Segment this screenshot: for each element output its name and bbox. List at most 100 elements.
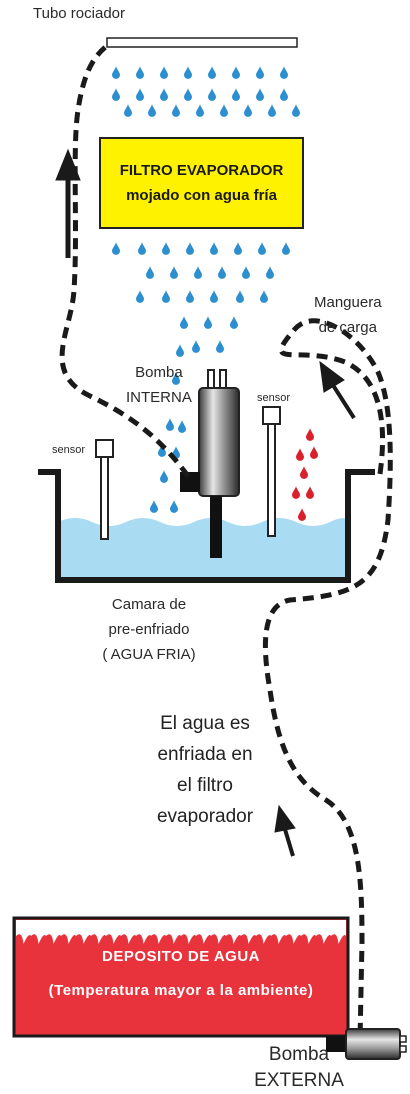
water-drop-icon <box>160 66 168 79</box>
pre-cooling-chamber <box>38 469 375 583</box>
water-drop-icon <box>244 104 252 117</box>
water-drop-icon <box>280 88 288 101</box>
tank-flame-edge <box>16 920 346 944</box>
water-drop-icon <box>180 316 188 329</box>
water-drop-icon <box>170 266 178 279</box>
chamber-label-line1: Camara de <box>111 596 187 613</box>
water-drop-icon <box>260 290 268 303</box>
water-drop-icon <box>124 104 132 117</box>
water-drop-icon <box>280 66 288 79</box>
water-drop-icon <box>178 420 186 433</box>
water-drop-icon <box>232 66 240 79</box>
water-drop-icon <box>194 266 202 279</box>
charging-hose-label-line1: Manguera <box>314 294 382 311</box>
water-drop-icon <box>256 66 264 79</box>
water-drop-icon <box>184 66 192 79</box>
water-drop-icon <box>210 290 218 303</box>
flow-arrow-icon <box>55 148 356 857</box>
charging-hose-label: Manguera de carga <box>314 290 382 340</box>
water-drop-icon <box>160 88 168 101</box>
water-drop-icon <box>204 316 212 329</box>
charging-hose-label-line2: de carga <box>318 319 377 336</box>
cooling-note: El agua es enfriada en el filtro evapora… <box>130 708 280 832</box>
filter-label-line2: mojado con agua fría <box>126 187 277 204</box>
water-drop-icon <box>136 290 144 303</box>
water-drop-icon <box>170 500 178 513</box>
spray-tube-label: Tubo rociador <box>33 5 125 22</box>
water-drop-icon <box>208 88 216 101</box>
water-drop-icon <box>138 242 146 255</box>
water-drop-icon <box>166 418 174 431</box>
filter-label: FILTRO EVAPORADOR mojado con agua fría <box>100 138 303 228</box>
water-drop-icon <box>218 266 226 279</box>
water-drop-icon <box>208 66 216 79</box>
water-drop-icon <box>306 428 314 441</box>
external-pump-icon <box>326 1028 407 1060</box>
internal-pump-label-line1: Bomba <box>135 364 183 381</box>
water-drop-icon <box>192 340 200 353</box>
water-drop-icon <box>136 88 144 101</box>
cooling-note-line3: el filtro <box>177 775 233 796</box>
water-drop-icon <box>310 446 318 459</box>
chamber-label-line3: ( AGUA FRIA) <box>102 646 196 663</box>
water-drop-icon <box>176 344 184 357</box>
warm-water-drops <box>292 428 318 521</box>
water-drop-icon <box>258 242 266 255</box>
water-drop-icon <box>210 242 218 255</box>
external-pump-label-line2: EXTERNA <box>254 1070 344 1091</box>
spray-tube <box>106 37 298 48</box>
sensor-left-icon <box>95 439 114 540</box>
water-drop-icon <box>220 104 228 117</box>
sensor-right-label: sensor <box>257 392 291 404</box>
internal-supply-hose <box>59 43 191 478</box>
water-drop-icon <box>236 290 244 303</box>
water-drop-icon <box>292 486 300 499</box>
water-drop-icon <box>296 448 304 461</box>
external-pump-label: Bomba EXTERNA <box>244 1042 354 1094</box>
internal-pump-label: Bomba INTERNA <box>126 360 192 410</box>
water-drop-icon <box>112 66 120 79</box>
water-drop-icon <box>184 88 192 101</box>
water-drop-icon <box>282 242 290 255</box>
water-drop-icon <box>148 104 156 117</box>
internal-pump-icon <box>180 369 240 558</box>
cooling-note-line1: El agua es <box>160 713 250 734</box>
water-drop-icon <box>266 266 274 279</box>
water-drop-icon <box>112 88 120 101</box>
water-drop-icon <box>186 242 194 255</box>
water-drop-icon <box>306 486 314 499</box>
water-drop-icon <box>160 470 168 483</box>
water-drop-icon <box>234 242 242 255</box>
water-drop-icon <box>292 104 300 117</box>
water-drop-icon <box>186 290 194 303</box>
filter-label-line1: FILTRO EVAPORADOR <box>119 162 284 179</box>
sensor-right-icon <box>262 406 281 537</box>
water-drop-icon <box>150 500 158 513</box>
water-drop-icon <box>300 466 308 479</box>
water-drop-icon <box>162 290 170 303</box>
chamber-label: Camara de pre-enfriado ( AGUA FRIA) <box>74 592 224 667</box>
internal-pump-label-line2: INTERNA <box>126 389 192 406</box>
water-drop-icon <box>196 104 204 117</box>
sensor-left-label: sensor <box>52 444 86 456</box>
water-drop-icon <box>216 340 224 353</box>
chamber-label-line2: pre-enfriado <box>108 621 190 638</box>
water-drop-icon <box>172 104 180 117</box>
water-drop-icon <box>232 88 240 101</box>
water-drop-icon <box>268 104 276 117</box>
tank-title: DEPOSITO DE AGUA <box>101 947 261 965</box>
charging-hose <box>262 318 393 1041</box>
water-drop-icon <box>112 242 120 255</box>
water-drop-icon <box>298 508 306 521</box>
water-drop-icon <box>230 316 238 329</box>
water-drop-icon <box>256 88 264 101</box>
cooling-note-line4: evaporador <box>156 806 254 827</box>
evaporator-filter <box>99 137 304 229</box>
water-drop-icon <box>136 66 144 79</box>
external-pump-label-line1: Bomba <box>268 1044 330 1065</box>
water-drop-icon <box>162 242 170 255</box>
cooling-note-line2: enfriada en <box>157 744 253 765</box>
tank-subtitle: (Temperatura mayor a la ambiente) <box>48 981 314 999</box>
